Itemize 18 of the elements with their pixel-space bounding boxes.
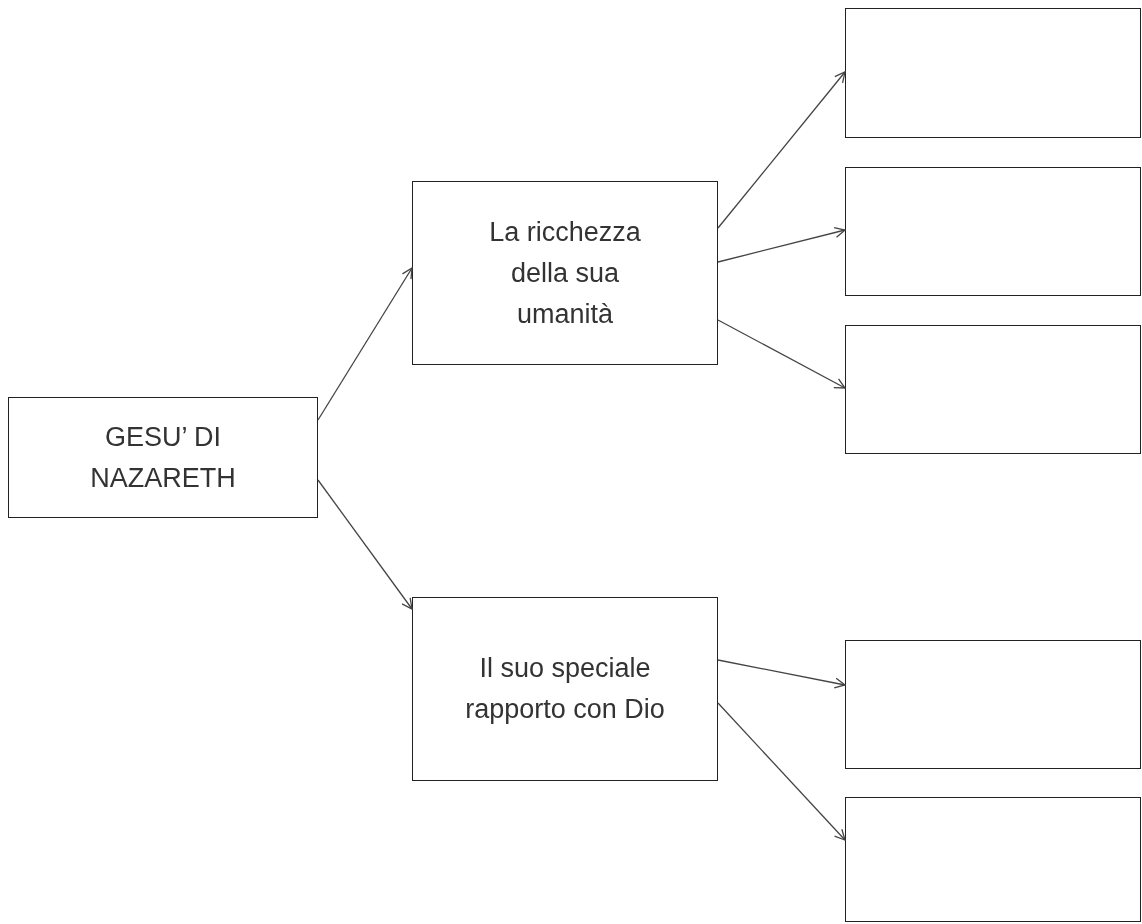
topic-box xyxy=(412,181,718,365)
arrow xyxy=(317,479,413,610)
arrow xyxy=(717,702,846,841)
topic-box xyxy=(8,397,318,518)
empty-box xyxy=(845,325,1141,454)
topic-box xyxy=(412,597,718,781)
topic-text: Il suo speciale rapporto con Dio xyxy=(464,652,666,726)
topic-text: GESU’ DI NAZARETH xyxy=(89,420,237,495)
topic-text: La ricchezza della sua umanità xyxy=(488,215,642,331)
empty-box xyxy=(845,167,1141,296)
arrow xyxy=(717,659,846,689)
empty-box xyxy=(845,640,1141,769)
empty-box xyxy=(845,797,1141,922)
arrow xyxy=(717,319,846,389)
empty-box xyxy=(845,8,1141,138)
arrow xyxy=(717,226,846,263)
arrow xyxy=(317,267,413,421)
arrow xyxy=(717,71,846,229)
